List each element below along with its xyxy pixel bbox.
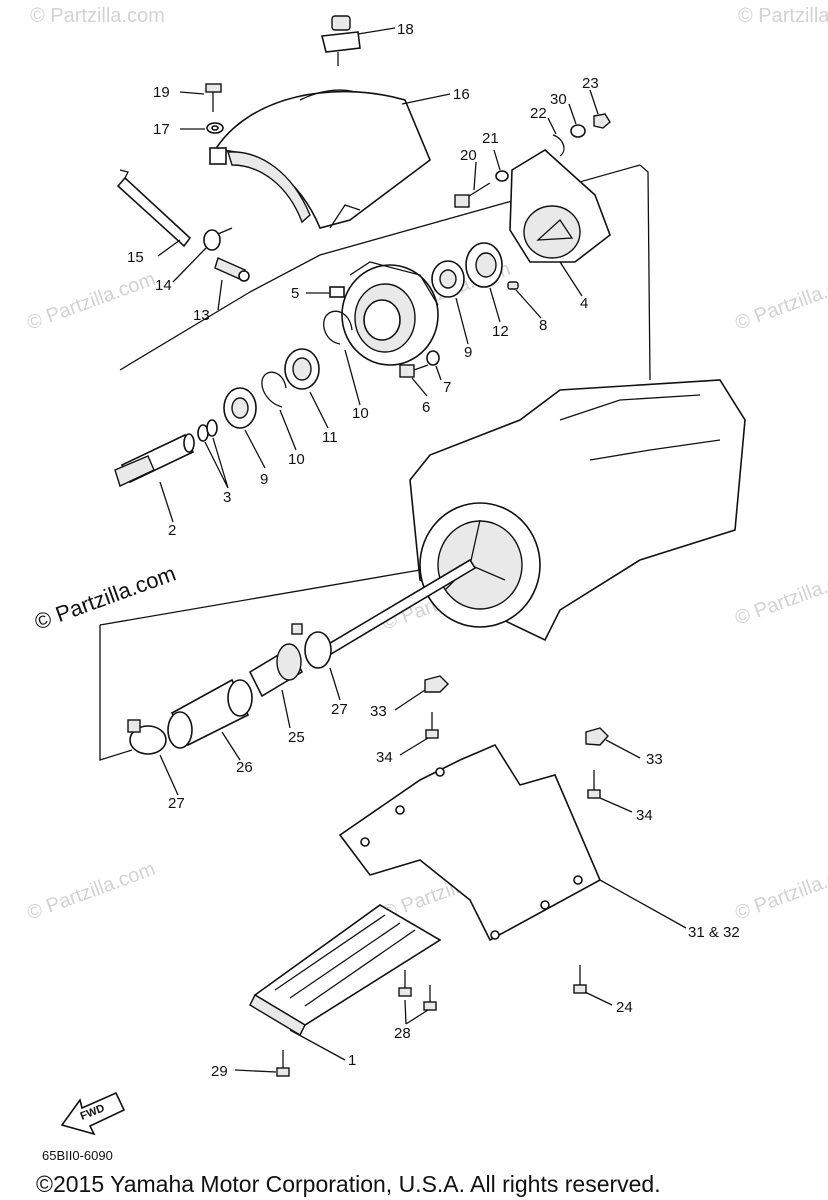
fwd-arrow-icon: FWD: [60, 1091, 126, 1136]
callout-10-lower: 10: [288, 451, 305, 468]
part-fitting: [321, 15, 361, 66]
callout-34-left: 34: [376, 749, 393, 766]
part-bolt-6: [399, 364, 429, 378]
callout-18: 18: [397, 21, 414, 38]
callout-1: 1: [348, 1052, 356, 1069]
part-bolt-20: [454, 182, 491, 208]
callout-13: 13: [193, 307, 210, 324]
callout-9-upper: 9: [464, 344, 472, 361]
part-pin-8: [507, 281, 519, 290]
callout-29: 29: [211, 1063, 228, 1080]
callout-3: 3: [223, 489, 231, 506]
watermark: © Partzilla.com: [738, 5, 828, 27]
part-intake-grate: [249, 904, 442, 1036]
callout-27-upper: 27: [331, 701, 348, 718]
part-bearing-9-upper: [431, 260, 465, 298]
part-bolt-34-left: [425, 712, 439, 739]
callout-17: 17: [153, 121, 170, 138]
leader-lines: [157, 27, 687, 1073]
callout-11: 11: [322, 429, 338, 446]
part-bolt-34-right: [587, 770, 601, 799]
part-cap-4: [509, 149, 611, 263]
callout-14: 14: [155, 277, 172, 294]
part-washer-7: [426, 350, 440, 366]
callout-10-upper: 10: [352, 405, 369, 422]
part-hose-26: [167, 678, 253, 749]
callout-33-left: 33: [370, 703, 387, 720]
callout-28: 28: [394, 1025, 411, 1042]
part-bearing-12: [465, 242, 503, 288]
callout-30: 30: [550, 91, 567, 108]
callout-25: 25: [288, 729, 305, 746]
part-bolt-29: [276, 1050, 290, 1077]
part-hose: [116, 169, 192, 248]
callout-12: 12: [492, 323, 509, 340]
callout-24: 24: [616, 999, 633, 1016]
callout-4: 4: [580, 295, 588, 312]
callout-8: 8: [539, 317, 547, 334]
watermark: © Partzilla.com: [24, 268, 158, 335]
watermark: © Partzilla.com: [24, 858, 158, 925]
part-jet-housing: [409, 379, 746, 642]
callout-19: 19: [153, 84, 170, 101]
diagram-code: 65BII0-6090: [42, 1148, 113, 1163]
part-bolt-19: [205, 83, 222, 112]
callout-2: 2: [168, 522, 176, 539]
callout-23: 23: [582, 75, 599, 92]
callout-20: 20: [460, 147, 477, 164]
callout-6: 6: [422, 399, 430, 416]
part-washer-21: [495, 170, 509, 182]
callout-labels: 1 2 3 4 5 6 7 8 9 9 10 10 11 12 13 14 15…: [127, 21, 740, 1080]
part-cover: [209, 89, 431, 229]
part-clamp-27-lower: [127, 719, 167, 755]
part-nipple-13: [214, 257, 250, 282]
watermark: © Partzilla.com: [732, 268, 828, 335]
callout-16: 16: [453, 86, 470, 103]
part-base-plate: [338, 743, 602, 942]
callout-5: 5: [291, 285, 299, 302]
part-bearing-9-lower: [223, 387, 257, 429]
callout-22: 22: [530, 105, 547, 122]
part-clamp-27-upper: [291, 623, 332, 669]
part-nut-33-right: [585, 727, 609, 746]
part-coupler-25: [248, 643, 304, 698]
watermark: © Partzilla.com: [30, 5, 165, 27]
callout-9-lower: 9: [260, 471, 268, 488]
callout-31-32: 31 & 32: [688, 924, 740, 941]
callout-34-right: 34: [636, 807, 653, 824]
part-o-rings-3: [197, 419, 218, 442]
copyright: ©2015 Yamaha Motor Corporation, U.S.A. A…: [36, 1171, 661, 1197]
part-nut-33-left: [424, 675, 449, 693]
part-bearing-housing: [329, 261, 439, 366]
callout-15: 15: [127, 249, 144, 266]
callout-21: 21: [482, 130, 499, 147]
part-bearing-11: [284, 348, 320, 390]
part-circlip-10-upper: [323, 310, 353, 345]
watermark: © Partzilla.com: [732, 563, 828, 630]
part-nut-23: [593, 113, 611, 129]
part-washer-17: [206, 122, 224, 134]
part-washer-30: [570, 124, 586, 138]
part-bolts-28: [398, 970, 437, 1011]
part-clamp-14: [203, 227, 233, 251]
watermark: © Partzilla.com: [732, 858, 828, 925]
part-bolt-24: [573, 965, 587, 994]
part-clip-22: [552, 134, 565, 157]
part-circlip-10-lower: [261, 371, 287, 408]
callout-7: 7: [443, 379, 451, 396]
callout-27-lower: 27: [168, 795, 185, 812]
part-shaft-2: [114, 433, 195, 487]
callout-26: 26: [236, 759, 253, 776]
callout-33-right: 33: [646, 751, 663, 768]
